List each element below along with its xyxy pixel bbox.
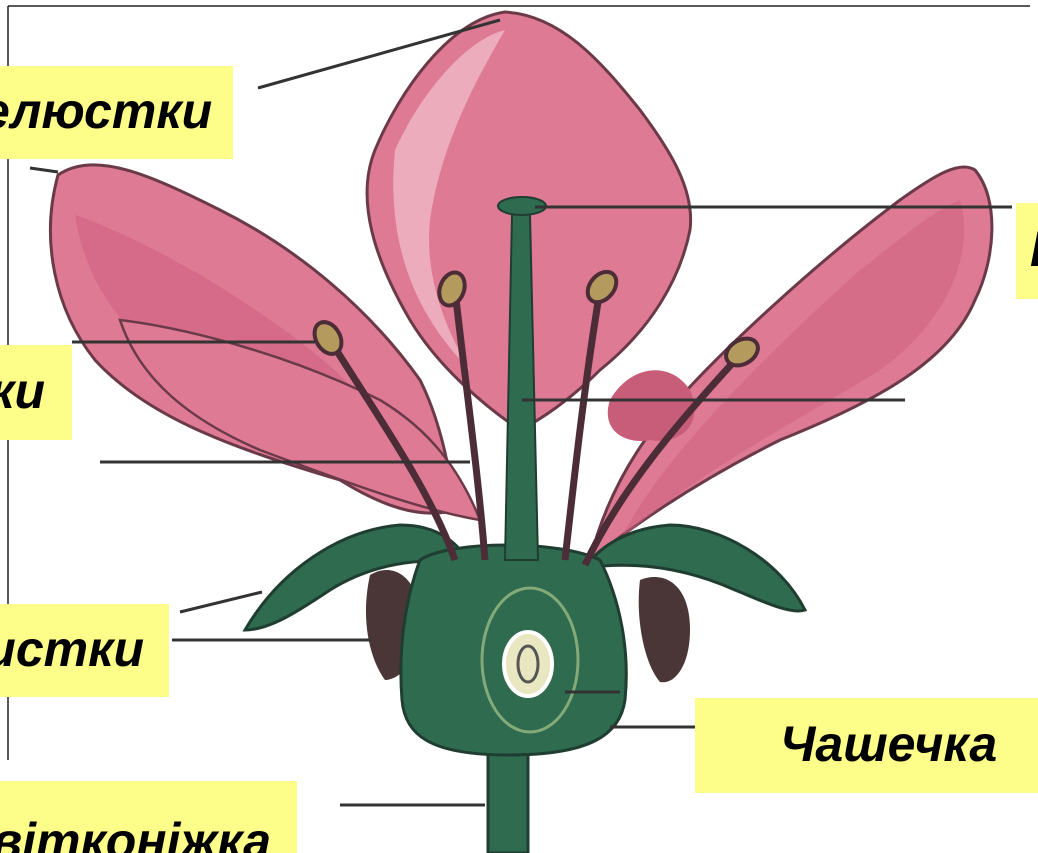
ovule	[504, 632, 552, 696]
label-petals: Пелюстки	[0, 66, 233, 159]
petal-right-blob	[608, 370, 695, 441]
label-pedicel-text: Квітконіжка	[0, 816, 271, 853]
pointer-sepals	[180, 592, 262, 612]
label-sepals: Чашолистки	[0, 604, 169, 697]
label-petals-text: Пелюстки	[0, 86, 212, 136]
label-calyx: Чашечка	[695, 698, 1038, 793]
sepal-right	[585, 525, 805, 611]
label-pedicel: Квітконіжка	[0, 781, 297, 853]
pedicel-stem	[488, 745, 528, 853]
label-stigma-text: Приймочка	[1030, 224, 1038, 274]
label-stamens-text: Тичинки	[0, 366, 45, 416]
sepal-dark-right	[639, 577, 690, 682]
label-stamens: Тичинки	[0, 345, 72, 440]
label-stigma: Приймочка	[1016, 203, 1038, 299]
pointer-petal-left	[30, 168, 58, 172]
label-calyx-text: Чашечка	[780, 719, 997, 769]
label-sepals-text: Чашолистки	[0, 624, 144, 674]
